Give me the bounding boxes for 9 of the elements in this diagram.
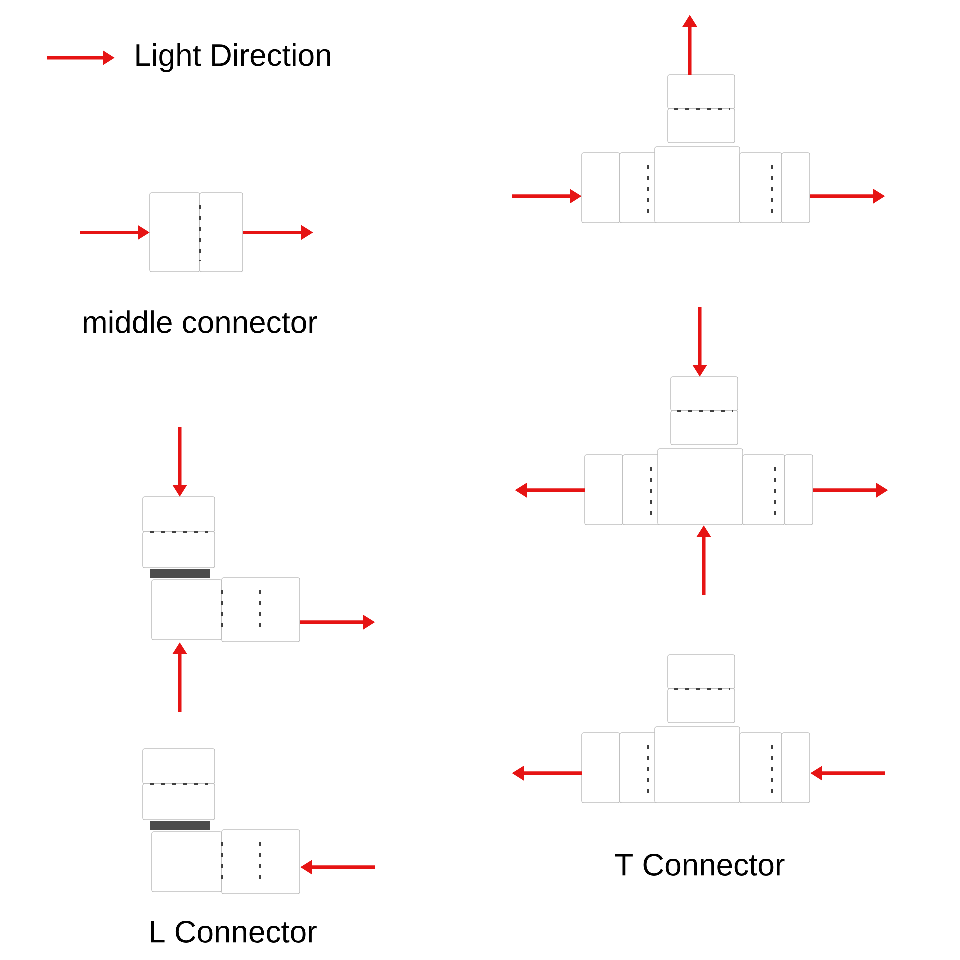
connector-drawing <box>142 496 300 642</box>
connector-drawing <box>142 748 300 894</box>
node-label: middle connector <box>84 310 318 334</box>
connector-drawing <box>584 376 814 526</box>
connector-drawing <box>582 654 810 804</box>
connector-drawing <box>582 74 810 224</box>
connector-drawing <box>150 192 244 272</box>
legend-text: Light Direction <box>136 44 330 72</box>
caption: T Connector <box>615 854 785 876</box>
